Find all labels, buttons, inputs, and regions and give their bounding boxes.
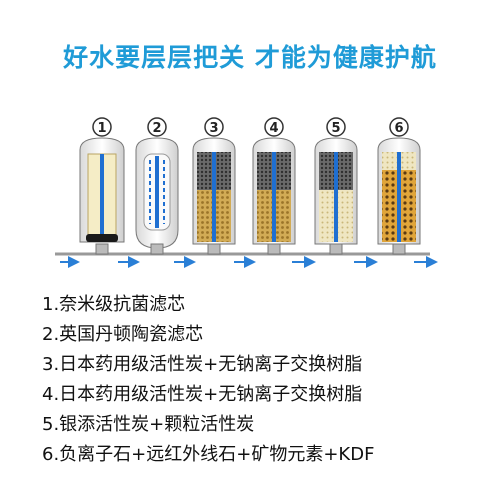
filter-stage-4: 4 — [252, 117, 296, 255]
filter-item-2: 2.英国丹顿陶瓷滤芯 — [42, 324, 204, 345]
stage-number: 2 — [152, 121, 161, 136]
filter-stage-1: 1 — [79, 117, 125, 255]
stage-number: 1 — [97, 121, 106, 136]
filter-stage-2: 2 — [135, 117, 179, 255]
filter-list: 1.奈米级抗菌滤芯 2.英国丹顿陶瓷滤芯 3.日本药用级活性炭+无钠离子交换树脂… — [42, 290, 492, 470]
stage-number: 3 — [209, 121, 218, 136]
filter-item-6: 6.负离子石+远红外线石+矿物元素+KDF — [42, 444, 375, 465]
stage-number: 4 — [269, 121, 278, 136]
filtration-diagram: 1 2 3 4 5 — [55, 117, 438, 268]
filter-stage-3: 3 — [192, 117, 236, 255]
filter-item-3: 3.日本药用级活性炭+无钠离子交换树脂 — [42, 354, 363, 375]
headline: 好水要层层把关 才能为健康护航 — [63, 43, 437, 72]
filter-item-1: 1.奈米级抗菌滤芯 — [42, 294, 186, 315]
stage-number: 6 — [394, 121, 403, 136]
filter-stage-5: 5 — [314, 117, 358, 255]
stage-number: 5 — [331, 121, 340, 136]
filter-stage-6: 6 — [377, 117, 421, 255]
filter-item-4: 4.日本药用级活性炭+无钠离子交换树脂 — [42, 384, 363, 405]
filter-item-5: 5.银添活性炭+颗粒活性炭 — [42, 414, 255, 435]
